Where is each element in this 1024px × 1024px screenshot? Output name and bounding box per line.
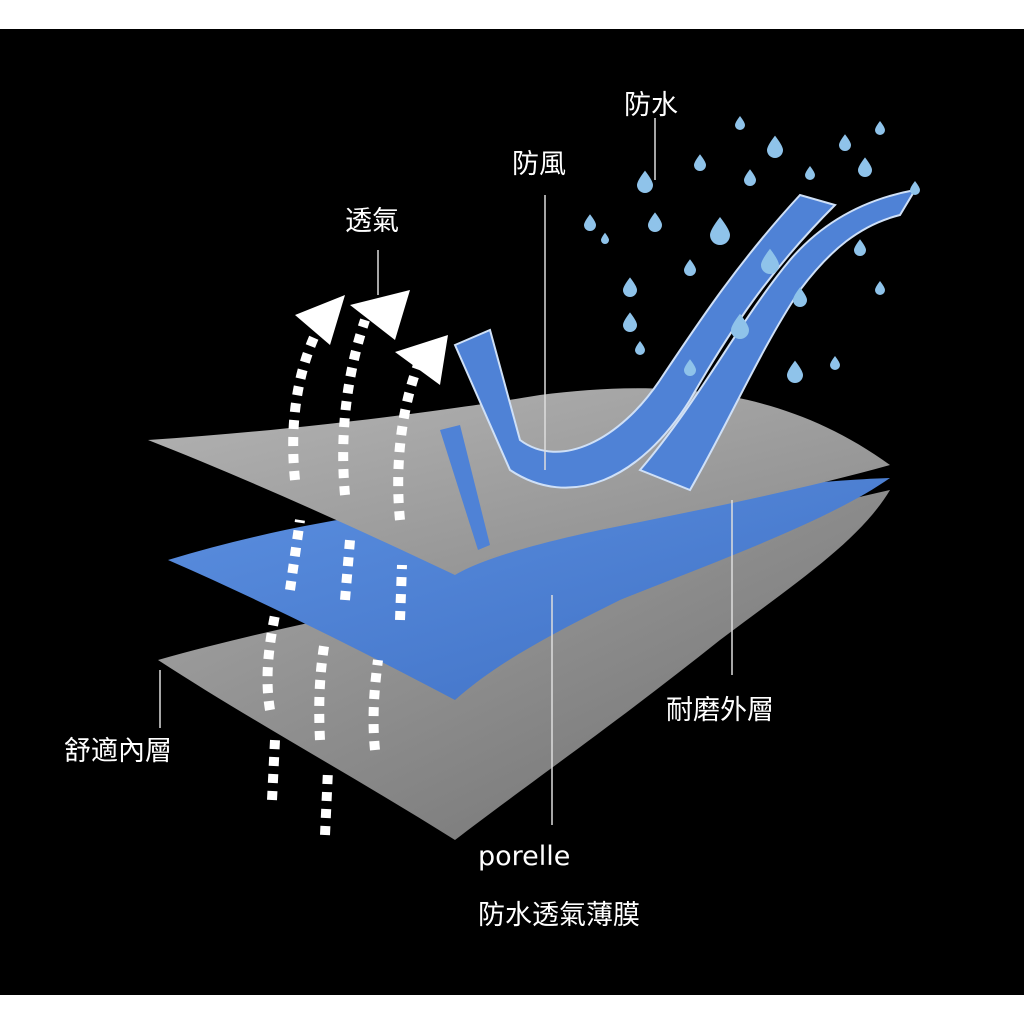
water-drops <box>584 116 920 383</box>
arrowhead-icons <box>295 290 448 385</box>
water-drop-icon <box>787 360 803 383</box>
water-drop-icon <box>648 212 662 232</box>
inner-layer <box>158 490 890 840</box>
water-drop-icon <box>858 157 872 177</box>
breathable-arrows <box>262 318 425 836</box>
water-drop-icon <box>875 121 885 135</box>
label-windproof: 防風 <box>512 149 566 180</box>
wind-arrow-1 <box>453 193 837 489</box>
water-drop-icon <box>584 214 596 231</box>
diagram-canvas: 防水 防風 透氣 耐磨外層 舒適內層 porelle 防水透氣薄膜 <box>0 29 1024 995</box>
label-membrane-name: 防水透氣薄膜 <box>478 900 640 931</box>
water-drop-icon <box>875 281 885 295</box>
water-drop-icon <box>854 239 866 256</box>
fabric-layers-illustration <box>148 116 920 840</box>
membrane-layer <box>168 478 890 700</box>
label-membrane-brand: porelle <box>478 841 571 872</box>
water-drop-icon <box>744 169 756 186</box>
label-outer-layer: 耐磨外層 <box>666 695 774 726</box>
water-drop-icon <box>793 287 807 307</box>
water-drop-icon <box>623 312 637 332</box>
water-drop-icon <box>694 154 706 171</box>
water-drop-icon <box>767 135 783 158</box>
water-drop-icon <box>735 116 745 130</box>
wind-arrow-2 <box>440 425 490 550</box>
water-drop-icon <box>805 166 815 180</box>
water-drop-icon <box>710 217 730 245</box>
label-breathable: 透氣 <box>345 206 399 237</box>
water-drop-icon <box>684 359 696 376</box>
water-drop-icon <box>731 313 749 339</box>
label-waterproof: 防水 <box>624 90 678 121</box>
water-drop-icon <box>684 259 696 276</box>
water-drop-icon <box>623 277 637 297</box>
water-drop-icon <box>637 170 653 193</box>
water-drop-icon <box>910 181 920 195</box>
leader-lines <box>159 118 733 825</box>
water-drop-icon <box>635 341 645 355</box>
water-drop-icon <box>839 134 851 151</box>
water-drop-icon <box>830 356 840 370</box>
water-drop-icon <box>761 248 779 274</box>
water-drop-icon <box>601 232 609 244</box>
label-inner-layer: 舒適內層 <box>64 736 172 767</box>
